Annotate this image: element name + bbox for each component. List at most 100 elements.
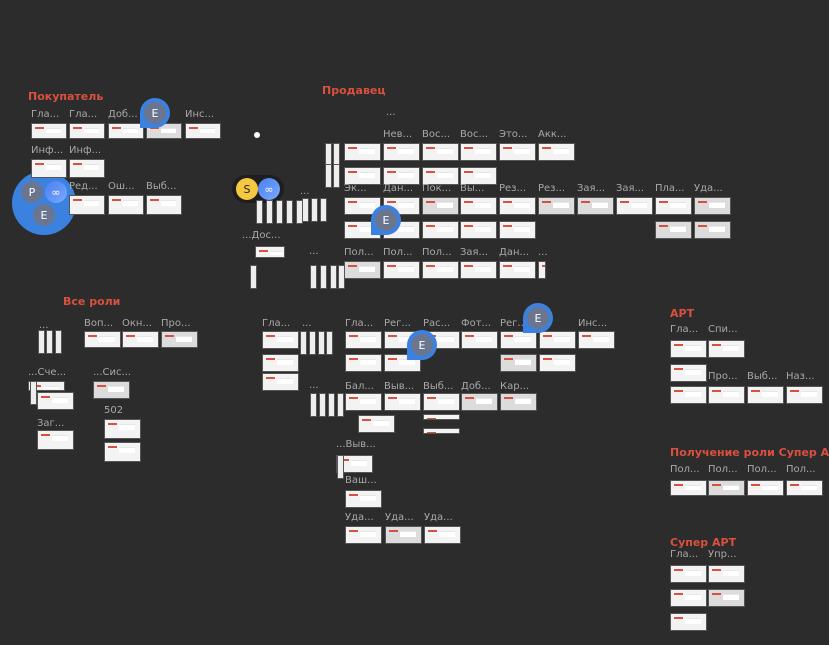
frame-label[interactable]: Рас... — [423, 318, 451, 329]
frame-label[interactable]: Рег... — [384, 318, 411, 329]
frame-label[interactable]: Пол... — [383, 247, 413, 258]
mobile-frame-thumbnail[interactable] — [320, 198, 327, 222]
frame-thumbnail[interactable] — [500, 354, 537, 372]
frame-label[interactable]: Дан... — [383, 183, 414, 194]
frame-thumbnail[interactable] — [37, 430, 74, 450]
collaborator-pin-e[interactable]: E — [407, 330, 437, 360]
frame-label[interactable]: ...Выв... — [336, 439, 376, 450]
frame-thumbnail[interactable] — [345, 490, 382, 508]
mobile-frame-thumbnail[interactable] — [319, 393, 326, 417]
frame-label[interactable]: ...Сче... — [28, 367, 67, 378]
frame-label[interactable]: Зая... — [460, 247, 489, 258]
frame-thumbnail[interactable] — [422, 167, 459, 185]
mobile-frame-thumbnail[interactable] — [55, 330, 62, 354]
frame-thumbnail[interactable] — [538, 143, 575, 161]
frame-thumbnail[interactable] — [161, 331, 198, 348]
frame-thumbnail[interactable] — [31, 123, 67, 139]
frame-label[interactable]: Нев... — [383, 129, 413, 140]
frame-label[interactable]: Выб... — [146, 181, 177, 192]
collaborator-group[interactable]: S ∞ — [232, 175, 284, 203]
frame-label[interactable]: Рез... — [538, 183, 566, 194]
frame-thumbnail[interactable] — [383, 143, 420, 161]
frame-label[interactable]: Про... — [161, 318, 191, 329]
frame-thumbnail[interactable] — [104, 442, 141, 462]
frame-label[interactable]: ... — [538, 247, 548, 258]
mobile-frame-thumbnail[interactable] — [318, 331, 325, 355]
frame-label[interactable]: Рез... — [499, 183, 527, 194]
frame-thumbnail[interactable] — [385, 526, 422, 544]
frame-thumbnail[interactable] — [500, 393, 537, 411]
avatar-e[interactable]: E — [144, 102, 166, 124]
frame-thumbnail[interactable] — [422, 197, 459, 215]
frame-thumbnail[interactable] — [538, 197, 575, 215]
frame-label[interactable]: Ош... — [108, 181, 135, 192]
frame-thumbnail[interactable] — [578, 331, 615, 349]
frame-thumbnail[interactable] — [670, 480, 707, 496]
mobile-frame-thumbnail[interactable] — [286, 200, 293, 224]
frame-label[interactable]: Пол... — [786, 464, 816, 475]
frame-label[interactable]: Гла... — [670, 549, 699, 560]
frame-thumbnail[interactable] — [383, 261, 420, 279]
mobile-frame-thumbnail[interactable] — [333, 164, 340, 188]
frame-label[interactable]: Это... — [499, 129, 528, 140]
frame-thumbnail[interactable] — [423, 393, 460, 411]
mobile-frame-thumbnail[interactable] — [337, 455, 344, 479]
mobile-frame-thumbnail[interactable] — [328, 393, 335, 417]
frame-thumbnail[interactable] — [345, 393, 382, 411]
frame-label[interactable]: Бал... — [345, 381, 374, 392]
frame-thumbnail[interactable] — [255, 246, 285, 258]
mobile-frame-thumbnail[interactable] — [337, 393, 344, 417]
frame-thumbnail[interactable] — [69, 123, 105, 139]
frame-thumbnail[interactable] — [262, 331, 299, 349]
frame-thumbnail[interactable] — [104, 419, 141, 439]
frame-label[interactable]: Пол... — [344, 247, 374, 258]
frame-thumbnail[interactable] — [670, 565, 707, 583]
frame-thumbnail[interactable] — [499, 261, 536, 279]
frame-label[interactable]: Пол... — [747, 464, 777, 475]
mobile-frame-thumbnail[interactable] — [256, 200, 263, 224]
infinity-avatar-icon[interactable]: ∞ — [45, 181, 67, 203]
mobile-frame-thumbnail[interactable] — [46, 330, 53, 354]
frame-label[interactable]: Пол... — [422, 247, 452, 258]
frame-thumbnail[interactable] — [708, 386, 745, 404]
frame-thumbnail[interactable] — [424, 526, 461, 544]
frame-thumbnail[interactable] — [670, 613, 707, 631]
mobile-frame-thumbnail[interactable] — [325, 164, 332, 188]
frame-thumbnail[interactable] — [423, 428, 460, 434]
frame-thumbnail[interactable] — [460, 167, 497, 185]
mobile-frame-thumbnail[interactable] — [310, 265, 317, 289]
mobile-frame-thumbnail[interactable] — [296, 200, 303, 224]
frame-label[interactable]: Ваш... — [345, 475, 377, 486]
frame-label[interactable]: Вос... — [460, 129, 489, 140]
frame-thumbnail[interactable] — [538, 261, 546, 279]
frame-thumbnail[interactable] — [69, 159, 105, 178]
frame-label[interactable]: Пла... — [655, 183, 685, 194]
frame-thumbnail[interactable] — [336, 455, 373, 473]
frame-thumbnail[interactable] — [108, 195, 144, 215]
mobile-frame-thumbnail[interactable] — [266, 200, 273, 224]
frame-thumbnail[interactable] — [344, 167, 381, 185]
frame-label[interactable]: Инф... — [31, 145, 64, 156]
frame-thumbnail[interactable] — [146, 195, 182, 215]
frame-thumbnail[interactable] — [422, 261, 459, 279]
frame-label[interactable]: Гла... — [262, 318, 291, 329]
frame-thumbnail[interactable] — [461, 331, 498, 349]
frame-label[interactable]: Кар... — [500, 381, 530, 392]
frame-label[interactable]: Спи... — [708, 324, 738, 335]
frame-label[interactable]: Фот... — [461, 318, 492, 329]
frame-label[interactable]: Пок... — [422, 183, 452, 194]
frame-thumbnail[interactable] — [747, 480, 784, 496]
frame-thumbnail[interactable] — [344, 197, 381, 215]
frame-thumbnail[interactable] — [670, 589, 707, 607]
frame-thumbnail[interactable] — [694, 221, 731, 239]
mobile-frame-thumbnail[interactable] — [276, 200, 283, 224]
frame-thumbnail[interactable] — [694, 197, 731, 215]
avatar-e[interactable]: E — [33, 204, 55, 226]
frame-thumbnail[interactable] — [262, 354, 299, 372]
frame-label[interactable]: Наз... — [786, 371, 815, 382]
frame-thumbnail[interactable] — [344, 143, 381, 161]
mobile-frame-thumbnail[interactable] — [30, 381, 37, 405]
frame-thumbnail[interactable] — [108, 123, 144, 139]
frame-thumbnail[interactable] — [786, 480, 823, 496]
collaborator-pin-e[interactable]: E — [523, 303, 553, 333]
